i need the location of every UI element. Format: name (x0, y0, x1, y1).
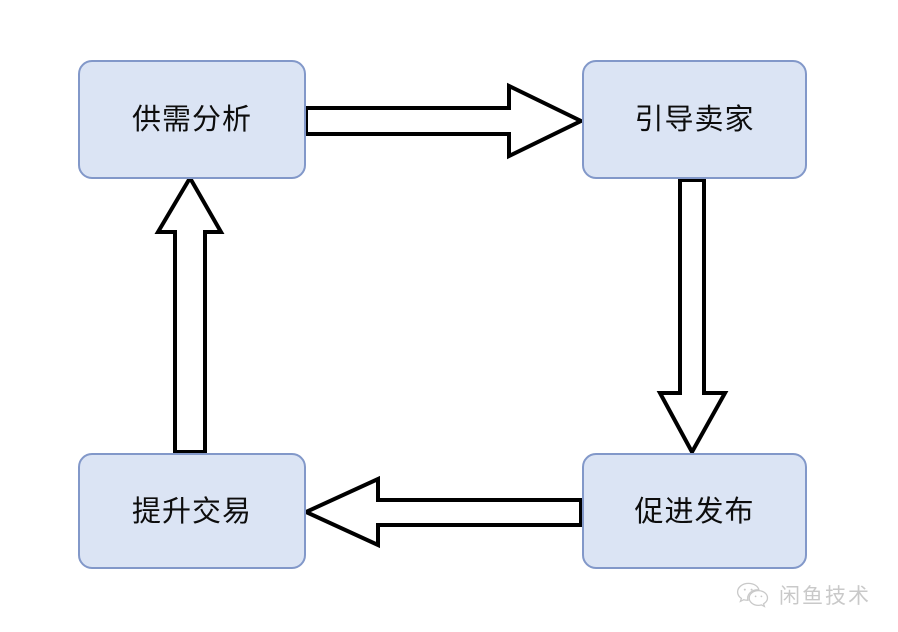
edge-promote-to-boost (301, 475, 583, 549)
node-guide-seller-label: 引导卖家 (634, 102, 755, 136)
node-supply-demand[interactable]: 供需分析 (78, 60, 306, 179)
edge-guide-to-promote (656, 178, 729, 457)
node-supply-demand-label: 供需分析 (131, 102, 252, 136)
edge-supply-to-guide (304, 82, 586, 160)
node-boost-trade[interactable]: 提升交易 (78, 453, 306, 569)
node-boost-trade-label: 提升交易 (131, 493, 252, 528)
edge-boost-to-supply (154, 174, 225, 454)
wechat-bubbles-icon (736, 582, 769, 608)
node-promote-post-label: 促进发布 (634, 493, 755, 528)
node-promote-post[interactable]: 促进发布 (582, 453, 807, 569)
watermark: 闲鱼技术 (736, 580, 871, 610)
watermark-label: 闲鱼技术 (779, 584, 871, 608)
node-guide-seller[interactable]: 引导卖家 (582, 60, 807, 179)
